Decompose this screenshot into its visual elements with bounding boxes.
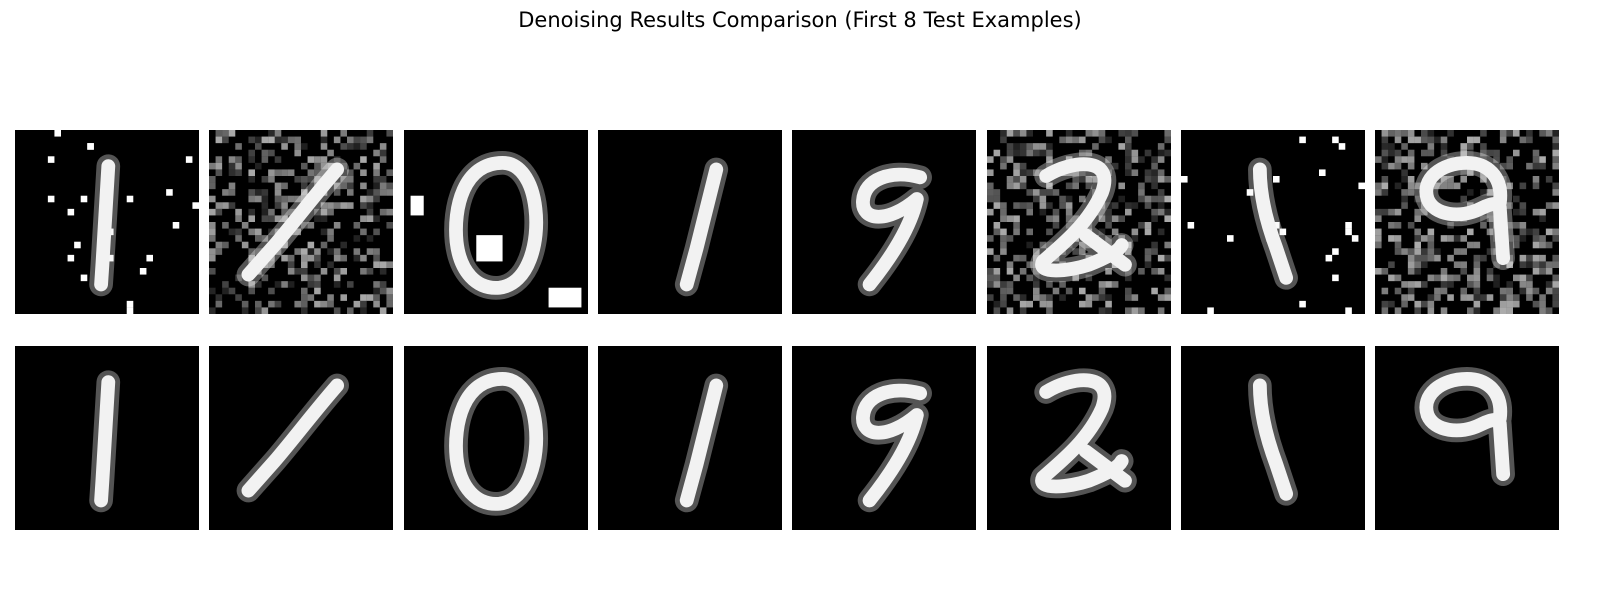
salt-noise-pixel	[1358, 182, 1365, 190]
digit-stroke-1	[1252, 162, 1293, 285]
digit-stroke-9	[1419, 155, 1511, 266]
salt-noise-pixel	[1272, 222, 1280, 229]
salt-noise-pixel	[54, 130, 61, 137]
digit-stroke-1	[241, 378, 345, 498]
digit-canvas	[403, 346, 588, 530]
salt-noise-pixel	[47, 195, 55, 203]
salt-noise-pixel	[185, 156, 193, 163]
salt-noise-pixel	[1299, 300, 1306, 308]
denoised-digit-image-8	[1375, 346, 1560, 530]
salt-noise-pixel	[1279, 228, 1286, 236]
salt-noise-pixel	[126, 307, 134, 314]
salt-noise-pixel	[1207, 307, 1214, 314]
salt-noise-pixel	[1299, 136, 1306, 144]
block-noise	[548, 287, 582, 308]
salt-noise-pixel	[1318, 169, 1326, 176]
salt-noise-pixel	[1180, 176, 1188, 183]
digit-canvas	[792, 346, 977, 530]
digit-canvas	[986, 346, 1171, 530]
digit-stroke-9	[856, 167, 928, 292]
salt-noise-pixel	[166, 189, 173, 196]
digit-canvas	[1180, 346, 1365, 530]
digit-canvas	[792, 130, 977, 314]
salt-noise-pixel	[1246, 189, 1254, 196]
salt-noise-pixel	[1226, 235, 1234, 242]
salt-noise-pixel	[1351, 235, 1359, 242]
digit-canvas	[209, 130, 394, 314]
salt-noise-pixel	[126, 195, 134, 203]
denoised-digit-image-4	[597, 346, 782, 530]
salt-noise-pixel	[107, 254, 114, 262]
salt-noise-pixel	[1331, 274, 1339, 282]
denoised-digit-image-3	[403, 346, 588, 530]
digit-canvas	[15, 346, 199, 530]
noisy-digit-image-7	[1180, 130, 1365, 314]
noisy-digit-image-3	[403, 130, 588, 314]
salt-noise-pixel	[80, 195, 88, 203]
digit-stroke-0	[448, 371, 543, 511]
denoised-digit-image-2	[209, 346, 394, 530]
block-noise	[475, 235, 503, 262]
salt-noise-pixel	[1325, 254, 1332, 262]
noisy-digit-image-1	[15, 130, 199, 314]
salt-noise-pixel	[1272, 176, 1280, 183]
salt-noise-pixel	[192, 202, 199, 209]
salt-noise-pixel	[1345, 222, 1352, 229]
digit-stroke-9	[856, 383, 928, 508]
digit-stroke-2	[1034, 157, 1132, 278]
digit-canvas	[209, 346, 394, 530]
noisy-digit-image-5	[792, 130, 977, 314]
digit-canvas	[597, 346, 782, 530]
salt-noise-pixel	[1331, 248, 1339, 255]
salt-noise-pixel	[1338, 143, 1346, 150]
salt-noise-pixel	[1331, 136, 1339, 144]
digit-canvas	[1375, 346, 1560, 530]
salt-noise-pixel	[126, 300, 134, 308]
salt-noise-pixel	[47, 156, 55, 163]
digit-canvas	[597, 130, 782, 314]
noisy-digit-image-4	[597, 130, 782, 314]
digit-stroke-1	[1252, 378, 1293, 501]
digit-stroke-2	[1034, 373, 1132, 494]
block-noise	[410, 195, 424, 216]
salt-noise-pixel	[80, 274, 88, 282]
salt-noise-pixel	[146, 254, 153, 262]
salt-noise-pixel	[139, 268, 147, 275]
digit-stroke-1	[241, 162, 345, 282]
image-grid	[15, 130, 1586, 535]
salt-noise-pixel	[1345, 228, 1352, 236]
salt-noise-pixel	[67, 254, 75, 262]
salt-noise-pixel	[67, 208, 75, 216]
noisy-digit-image-6	[986, 130, 1171, 314]
noisy-digit-image-8	[1375, 130, 1560, 314]
denoised-digit-image-7	[1180, 346, 1365, 530]
salt-noise-pixel	[87, 143, 94, 150]
salt-noise-pixel	[1187, 222, 1194, 229]
digit-stroke-0	[448, 155, 543, 295]
digit-stroke-1	[679, 162, 724, 292]
noisy-digit-image-2	[209, 130, 394, 314]
digit-stroke-1	[679, 378, 724, 508]
digit-canvas	[15, 130, 199, 314]
salt-noise-pixel	[1345, 307, 1352, 314]
salt-noise-pixel	[74, 241, 81, 249]
salt-noise-pixel	[172, 222, 180, 229]
digit-canvas	[403, 130, 588, 314]
denoised-digit-image-5	[792, 346, 977, 530]
denoised-digit-image-6	[986, 346, 1171, 530]
digit-canvas	[1180, 130, 1365, 314]
digit-canvas	[1375, 130, 1560, 314]
figure-title: Denoising Results Comparison (First 8 Te…	[518, 8, 1082, 32]
digit-stroke-9	[1419, 371, 1511, 482]
denoised-digit-image-1	[15, 346, 199, 530]
digit-stroke-1	[94, 159, 116, 292]
digit-stroke-1	[94, 375, 116, 508]
digit-canvas	[986, 130, 1171, 314]
